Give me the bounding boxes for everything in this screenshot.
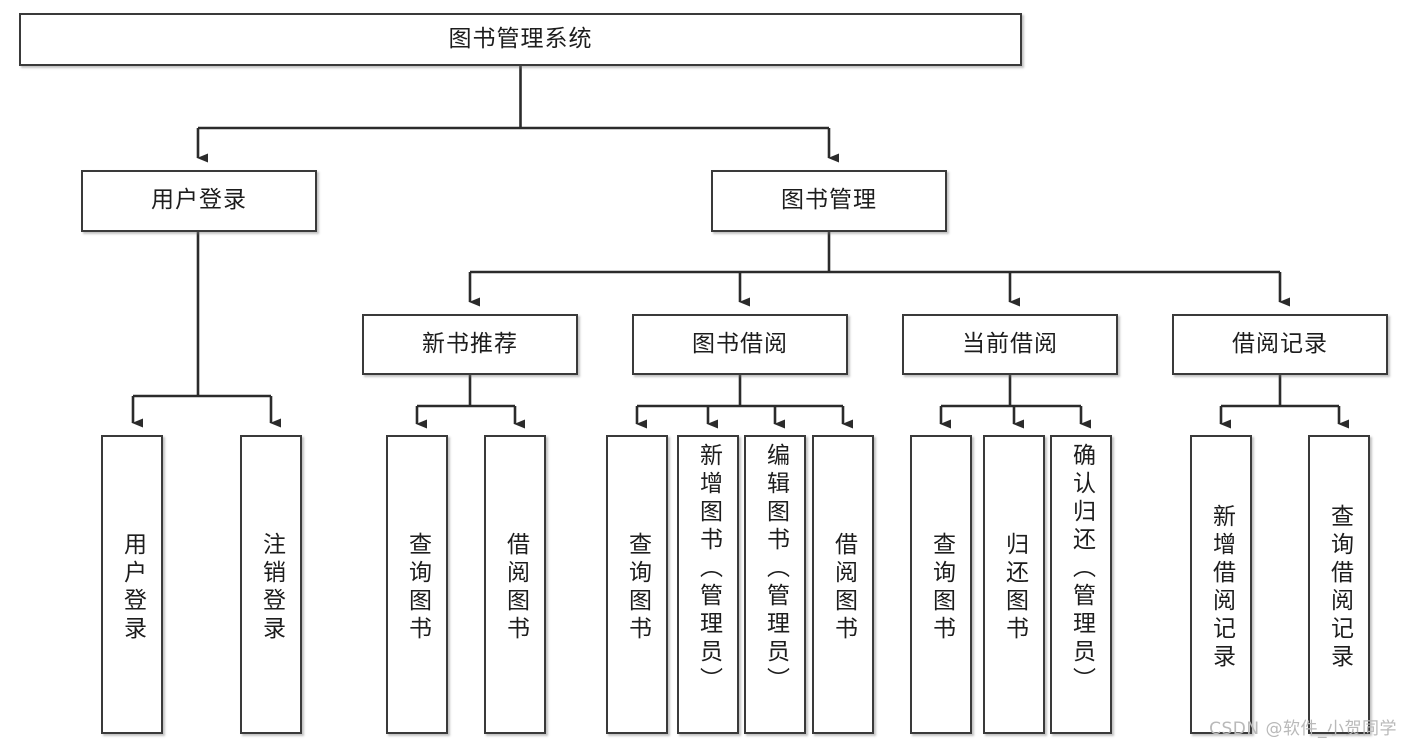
- node-user-login[interactable]: 用户登录: [81, 170, 317, 232]
- node-leaf-query-book-2-label: 查询图书: [624, 531, 651, 644]
- node-leaf-query-book-3-label: 查询图书: [928, 531, 955, 644]
- node-leaf-borrow-book-2-label: 借阅图书: [830, 531, 857, 644]
- node-current-borrow[interactable]: 当前借阅: [902, 314, 1118, 375]
- node-leaf-return-book-label: 归还图书: [1001, 531, 1028, 644]
- node-user-login-label: 用户登录: [151, 187, 247, 214]
- node-borrow-record-label: 借阅记录: [1232, 330, 1328, 357]
- node-leaf-confirm-return-admin-label: 确认归还（管理员）: [1068, 443, 1095, 695]
- node-leaf-add-borrow-record-label: 新增借阅记录: [1208, 503, 1235, 672]
- node-leaf-return-book[interactable]: 归还图书: [983, 435, 1045, 734]
- node-leaf-add-borrow-record[interactable]: 新增借阅记录: [1190, 435, 1252, 734]
- node-new-book-recommend[interactable]: 新书推荐: [362, 314, 578, 375]
- node-leaf-query-book-1-label: 查询图书: [404, 531, 431, 644]
- node-book-manage-label: 图书管理: [781, 187, 877, 214]
- node-current-borrow-label: 当前借阅: [962, 330, 1058, 357]
- node-new-book-recommend-label: 新书推荐: [422, 330, 518, 357]
- node-leaf-borrow-book-1-label: 借阅图书: [502, 531, 529, 644]
- node-leaf-user-logout-label: 注销登录: [258, 531, 285, 644]
- node-book-manage[interactable]: 图书管理: [711, 170, 947, 232]
- node-leaf-query-borrow-record[interactable]: 查询借阅记录: [1308, 435, 1370, 734]
- node-book-borrow[interactable]: 图书借阅: [632, 314, 848, 375]
- node-leaf-edit-book-admin[interactable]: 编辑图书（管理员）: [744, 435, 806, 734]
- node-leaf-user-login-label: 用户登录: [119, 531, 146, 644]
- node-leaf-user-login[interactable]: 用户登录: [101, 435, 163, 734]
- node-leaf-user-logout[interactable]: 注销登录: [240, 435, 302, 734]
- node-borrow-record[interactable]: 借阅记录: [1172, 314, 1388, 375]
- node-root-label: 图书管理系统: [448, 25, 593, 52]
- node-leaf-add-book-admin[interactable]: 新增图书（管理员）: [677, 435, 739, 734]
- node-leaf-edit-book-admin-label: 编辑图书（管理员）: [762, 443, 789, 695]
- csdn-watermark: CSDN @软件_小贺同学: [1209, 719, 1397, 739]
- node-root[interactable]: 图书管理系统: [19, 13, 1022, 66]
- node-leaf-borrow-book-2[interactable]: 借阅图书: [812, 435, 874, 734]
- node-leaf-query-book-3[interactable]: 查询图书: [910, 435, 972, 734]
- node-book-borrow-label: 图书借阅: [692, 330, 788, 357]
- node-leaf-query-book-2[interactable]: 查询图书: [606, 435, 668, 734]
- node-leaf-query-book-1[interactable]: 查询图书: [386, 435, 448, 734]
- node-leaf-confirm-return-admin[interactable]: 确认归还（管理员）: [1050, 435, 1112, 734]
- node-leaf-borrow-book-1[interactable]: 借阅图书: [484, 435, 546, 734]
- node-leaf-add-book-admin-label: 新增图书（管理员）: [695, 443, 722, 695]
- node-leaf-query-borrow-record-label: 查询借阅记录: [1326, 503, 1353, 672]
